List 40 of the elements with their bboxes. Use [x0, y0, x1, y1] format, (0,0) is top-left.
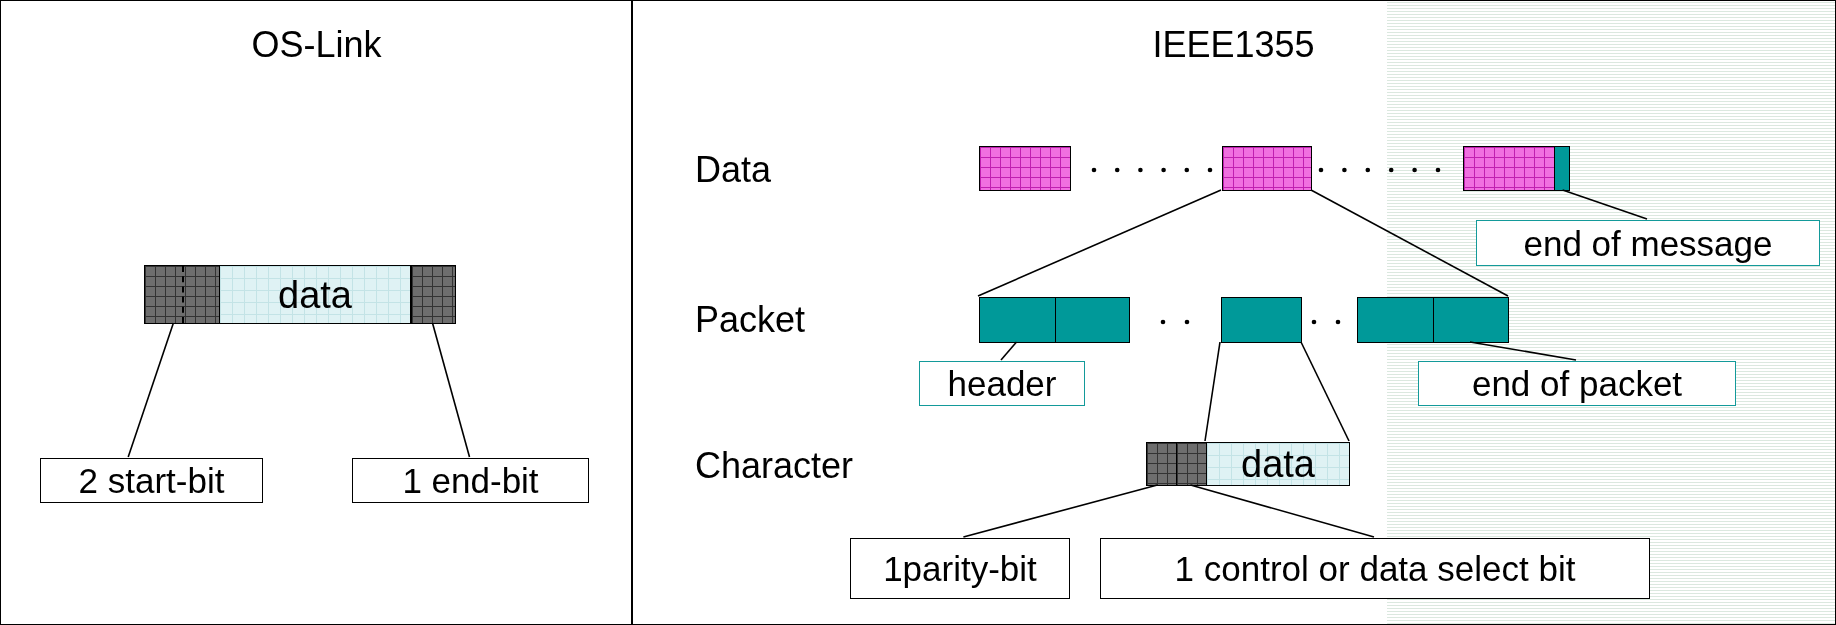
callout-label: end of packet — [1418, 361, 1736, 406]
leader-line — [431, 322, 471, 458]
data-field: data — [219, 265, 411, 324]
data-block — [1222, 146, 1312, 191]
leader-line — [127, 322, 175, 458]
callout-label: 2 start-bit — [40, 458, 263, 503]
panel — [0, 0, 633, 625]
callout-label: 1 control or data select bit — [1100, 538, 1650, 599]
callout-label: end of message — [1476, 220, 1820, 266]
row-label: Data — [695, 150, 772, 190]
packet-character — [1433, 297, 1509, 343]
panel-title: IEEE1355 — [1152, 25, 1315, 65]
parity-bit-cell — [1146, 442, 1177, 486]
callout-label: 1parity-bit — [850, 538, 1070, 599]
data-block — [1463, 146, 1555, 191]
callout-label: 1 end-bit — [352, 458, 589, 503]
row-label: Packet — [695, 300, 806, 340]
start-bit-field — [144, 265, 220, 324]
leader-line — [1310, 189, 1509, 297]
leader-line — [977, 189, 1222, 297]
control-bit-cell — [1176, 442, 1207, 486]
packet-character — [1357, 297, 1434, 343]
data-field: data — [1206, 442, 1350, 486]
leader-line — [962, 484, 1159, 538]
panel-title: OS-Link — [251, 25, 382, 65]
leader-line — [1204, 341, 1221, 442]
leader-line — [1300, 341, 1350, 442]
leader-line — [1189, 484, 1375, 538]
leader-line — [1000, 341, 1018, 361]
leader-line — [1469, 341, 1577, 361]
packet-character — [979, 297, 1056, 343]
leader-line — [1561, 189, 1648, 220]
end-bit-field — [411, 265, 456, 324]
panel — [631, 0, 1836, 625]
row-label: Character — [695, 446, 854, 486]
packet-character — [1221, 297, 1302, 343]
callout-label: header — [919, 361, 1085, 406]
data-block — [979, 146, 1071, 191]
packet-character — [1055, 297, 1130, 343]
end-marker — [1554, 146, 1570, 191]
